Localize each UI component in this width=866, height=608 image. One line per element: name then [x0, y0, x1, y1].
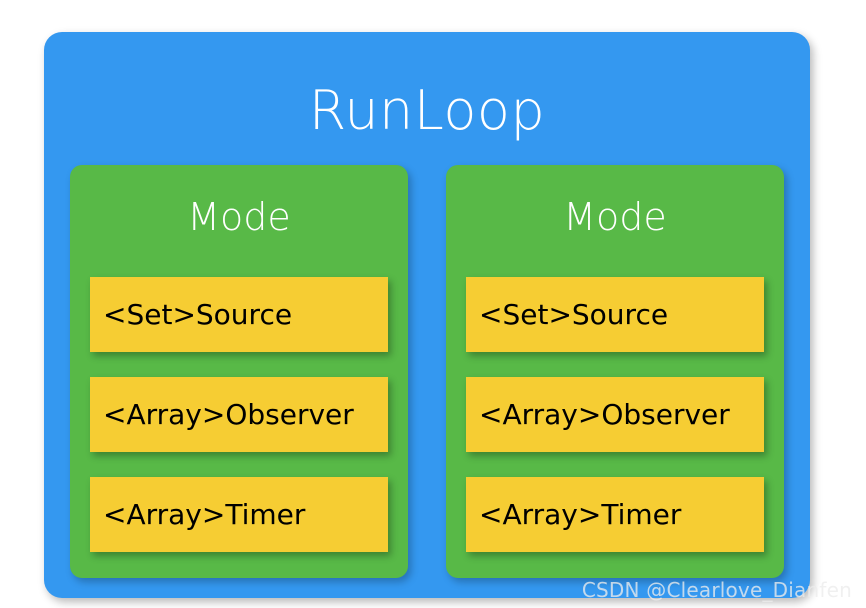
mode-item-label: <Array>Timer	[103, 497, 306, 531]
mode-item-timer: <Array>Timer	[466, 477, 764, 552]
mode-items-left: <Set>Source <Array>Observer <Array>Timer	[90, 277, 388, 552]
mode-item-label: <Set>Source	[479, 297, 669, 331]
mode-item-observer: <Array>Observer	[90, 377, 388, 452]
runloop-title: RunLoop	[308, 79, 546, 142]
mode-items-right: <Set>Source <Array>Observer <Array>Timer	[466, 277, 764, 552]
mode-item-label: <Array>Observer	[103, 397, 354, 431]
mode-item-source: <Set>Source	[466, 277, 764, 352]
mode-box-left: Mode <Set>Source <Array>Observer <Array>…	[70, 165, 408, 578]
mode-item-source: <Set>Source	[90, 277, 388, 352]
mode-item-timer: <Array>Timer	[90, 477, 388, 552]
modes-row: Mode <Set>Source <Array>Observer <Array>…	[70, 165, 784, 578]
mode-item-observer: <Array>Observer	[466, 377, 764, 452]
mode-item-label: <Array>Timer	[479, 497, 682, 531]
mode-title: Mode	[563, 195, 667, 239]
watermark: CSDN @Clearlove_Dianfen	[581, 578, 852, 602]
runloop-container: RunLoop Mode <Set>Source <Array>Observer…	[44, 32, 810, 598]
mode-title: Mode	[187, 195, 291, 239]
mode-item-label: <Array>Observer	[479, 397, 730, 431]
mode-item-label: <Set>Source	[103, 297, 293, 331]
mode-box-right: Mode <Set>Source <Array>Observer <Array>…	[446, 165, 784, 578]
